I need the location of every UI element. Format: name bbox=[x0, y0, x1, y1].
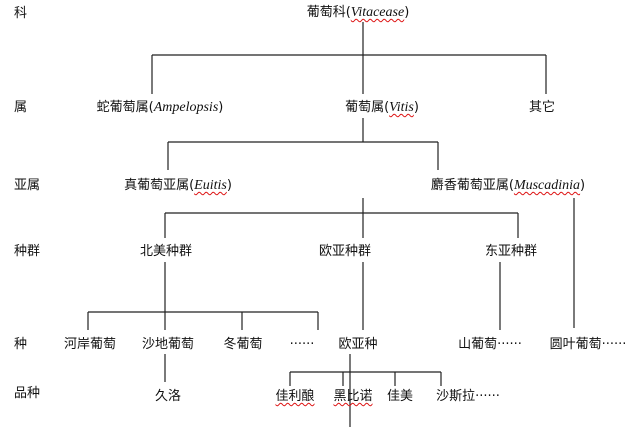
node-ampelopsis-zh: 蛇葡萄属( bbox=[96, 100, 154, 115]
level-family: 科 bbox=[14, 6, 28, 21]
level-genus: 属 bbox=[14, 100, 28, 115]
node-species-winter: 冬葡萄 bbox=[223, 337, 263, 352]
level-subgenus: 亚属 bbox=[14, 178, 41, 193]
node-ampelopsis-close: ) bbox=[218, 100, 224, 115]
node-cultivar-concord: 久洛 bbox=[154, 389, 182, 404]
node-group-east-asia: 东亚种群 bbox=[484, 244, 538, 259]
node-cultivar-pinot-noir: 黑比诺 bbox=[333, 389, 373, 404]
node-muscadinia: 麝香葡萄亚属(Muscadinia) bbox=[431, 178, 585, 194]
node-vitis-close: ) bbox=[413, 100, 419, 115]
node-vitaceae-zh: 葡萄科( bbox=[306, 5, 351, 20]
node-euvitis-latin: Euitis bbox=[194, 178, 227, 193]
node-vitaceae: 葡萄科(Vitacease) bbox=[307, 5, 410, 21]
node-vitis: 葡萄属(Vitis) bbox=[345, 100, 419, 116]
node-species-riparia: 河岸葡萄 bbox=[63, 337, 117, 352]
node-species-na-more: ······ bbox=[289, 337, 315, 352]
node-species-amurensis: 山葡萄······ bbox=[458, 337, 522, 352]
node-group-north-america: 北美种群 bbox=[139, 244, 193, 259]
node-vitis-zh: 葡萄属( bbox=[345, 100, 390, 115]
node-vitaceae-latin: Vitacease bbox=[350, 5, 405, 20]
node-muscadinia-zh: 麝香葡萄亚属( bbox=[430, 178, 514, 193]
level-species: 种 bbox=[14, 337, 28, 352]
node-species-rupestris: 沙地葡萄 bbox=[141, 337, 195, 352]
node-muscadinia-latin: Muscadinia bbox=[513, 178, 581, 193]
node-cultivar-carmenere: 佳美 bbox=[386, 389, 414, 404]
level-group: 种群 bbox=[14, 244, 41, 259]
node-other: 其它 bbox=[528, 100, 556, 115]
node-vitaceae-close: ) bbox=[404, 5, 410, 20]
node-muscadinia-close: ) bbox=[580, 178, 586, 193]
node-vitis-latin: Vitis bbox=[389, 100, 414, 115]
node-cultivar-cabernet: 佳利酿 bbox=[275, 389, 315, 404]
node-species-rotundifolia: 圆叶葡萄······ bbox=[549, 337, 627, 352]
node-euvitis: 真葡萄亚属(Euitis) bbox=[124, 178, 232, 194]
node-cultivar-shiraz: 沙斯拉······ bbox=[436, 389, 500, 404]
node-species-eurasian: 欧亚种 bbox=[338, 337, 378, 352]
level-cultivar: 品种 bbox=[14, 386, 41, 401]
node-ampelopsis: 蛇葡萄属(Ampelopsis) bbox=[97, 100, 224, 116]
node-euvitis-close: ) bbox=[226, 178, 232, 193]
node-euvitis-zh: 真葡萄亚属( bbox=[124, 178, 195, 193]
node-group-eurasia: 欧亚种群 bbox=[318, 244, 372, 259]
node-ampelopsis-latin: Ampelopsis bbox=[153, 100, 219, 115]
